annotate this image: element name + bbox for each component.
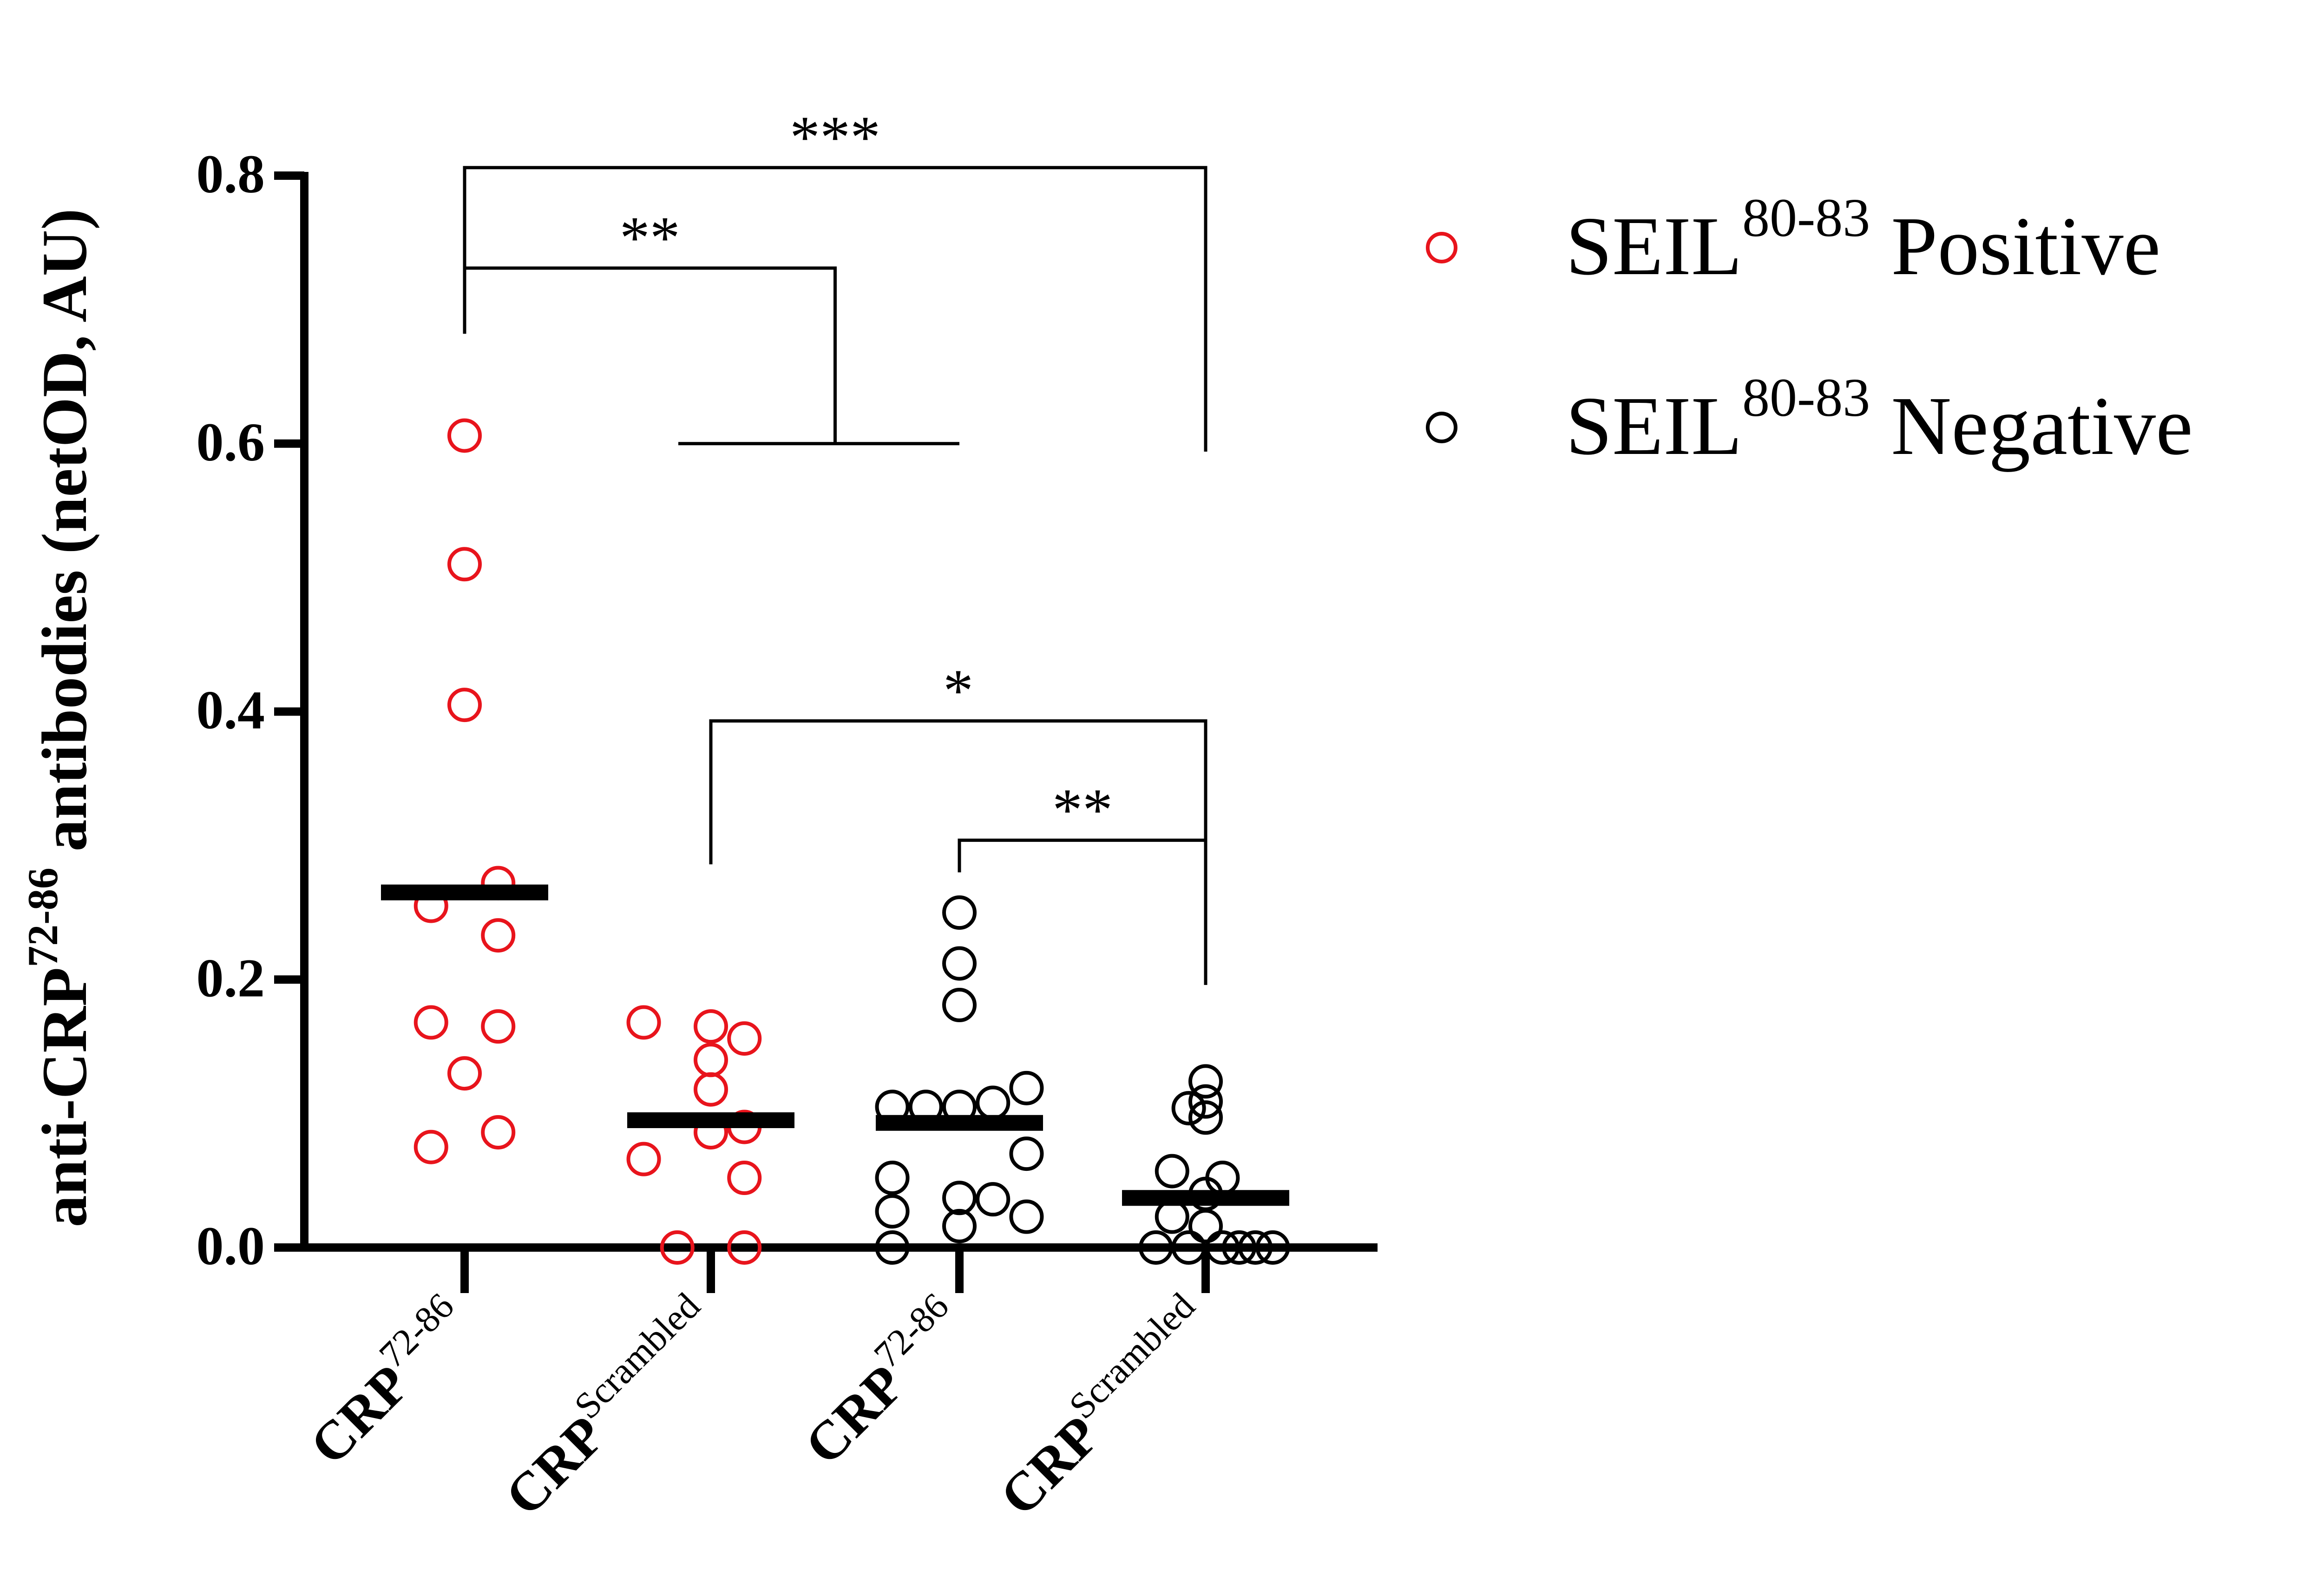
data-point [875,1230,910,1265]
y-tick-label: 0.4 [197,680,265,741]
data-point [727,1230,762,1265]
data-point [626,1005,661,1040]
y-tick-label: 0.2 [197,947,265,1008]
data-point [447,547,482,582]
data-point [942,946,977,981]
data-point [1205,1161,1240,1195]
data-point [694,1072,728,1107]
data-point [1009,1136,1044,1171]
data-point [413,1005,448,1040]
y-tick-label: 0.6 [197,412,265,473]
data-point [626,1142,661,1176]
significance-bracket: * [709,657,1207,985]
data-point [1155,1199,1189,1234]
x-tick-label: CRP72-86 [292,1286,482,1476]
data-point [481,1115,516,1149]
data-point [447,1056,482,1091]
legend-item: SEIL80-83 Positive [1426,187,2160,292]
data-point [1171,1230,1206,1265]
data-point [1155,1154,1189,1189]
data-point [1255,1230,1290,1265]
y-tick-label: 0.8 [197,144,265,204]
legend-marker [1426,232,1457,263]
data-point [1188,1084,1223,1119]
data-point [942,1208,977,1243]
median-lines [381,884,1289,1206]
x-axis [297,1243,1378,1293]
data-point [447,688,482,722]
data-point [976,1085,1011,1120]
bracket-line [463,166,1207,452]
data-point [694,1009,728,1044]
data-point [942,895,977,930]
data-point [447,418,482,453]
data-point [1188,1208,1223,1243]
data-point [976,1182,1011,1217]
data-point [481,1009,516,1044]
bracket-line [463,266,837,444]
significance-label: *** [790,104,880,171]
data-point [727,1021,762,1056]
bracket-line [958,838,1207,985]
y-axis-title: anti-CRP72-86 antibodies (netOD, AU) [19,209,100,1228]
significance-bracket: ** [463,204,959,446]
x-tick-label: CRPScrambled [982,1286,1223,1527]
x-tick-label: CRPScrambled [487,1286,728,1527]
data-point [1222,1230,1257,1265]
legend-label: SEIL80-83 Negative [1566,367,2193,472]
legend-marker [1426,412,1457,443]
significance-bracket: *** [463,104,1207,452]
data-point [1009,1199,1044,1234]
data-point [413,1130,448,1164]
significance-brackets: ******** [463,104,1207,985]
data-point [1205,1230,1240,1265]
data-point [875,1194,910,1229]
data-point [727,1161,762,1195]
data-point [875,1161,910,1195]
data-point [942,1181,977,1215]
y-axis: 0.0 0.2 0.4 0.6 0.8 [197,144,308,1276]
data-point [1238,1230,1273,1265]
y-tick-label: 0.0 [197,1215,265,1276]
data-point [660,1230,695,1265]
y-axis-label: anti-CRP72-86 antibodies (netOD, AU) [19,209,100,1228]
significance-bracket: ** [958,776,1207,985]
data-point [1188,1064,1223,1099]
data-point [694,1043,728,1077]
data-point [1139,1230,1173,1265]
data-point [942,988,977,1023]
x-tick-label: CRP72-86 [787,1286,977,1476]
data-point [1009,1071,1044,1105]
data-point [1188,1100,1223,1135]
significance-label: * [943,657,973,724]
significance-label: ** [1052,776,1113,843]
legend-item: SEIL80-83 Negative [1426,367,2193,472]
data-point [1171,1091,1206,1126]
legend-label: SEIL80-83 Positive [1566,187,2160,292]
data-point [481,918,516,953]
significance-label: ** [620,204,680,271]
